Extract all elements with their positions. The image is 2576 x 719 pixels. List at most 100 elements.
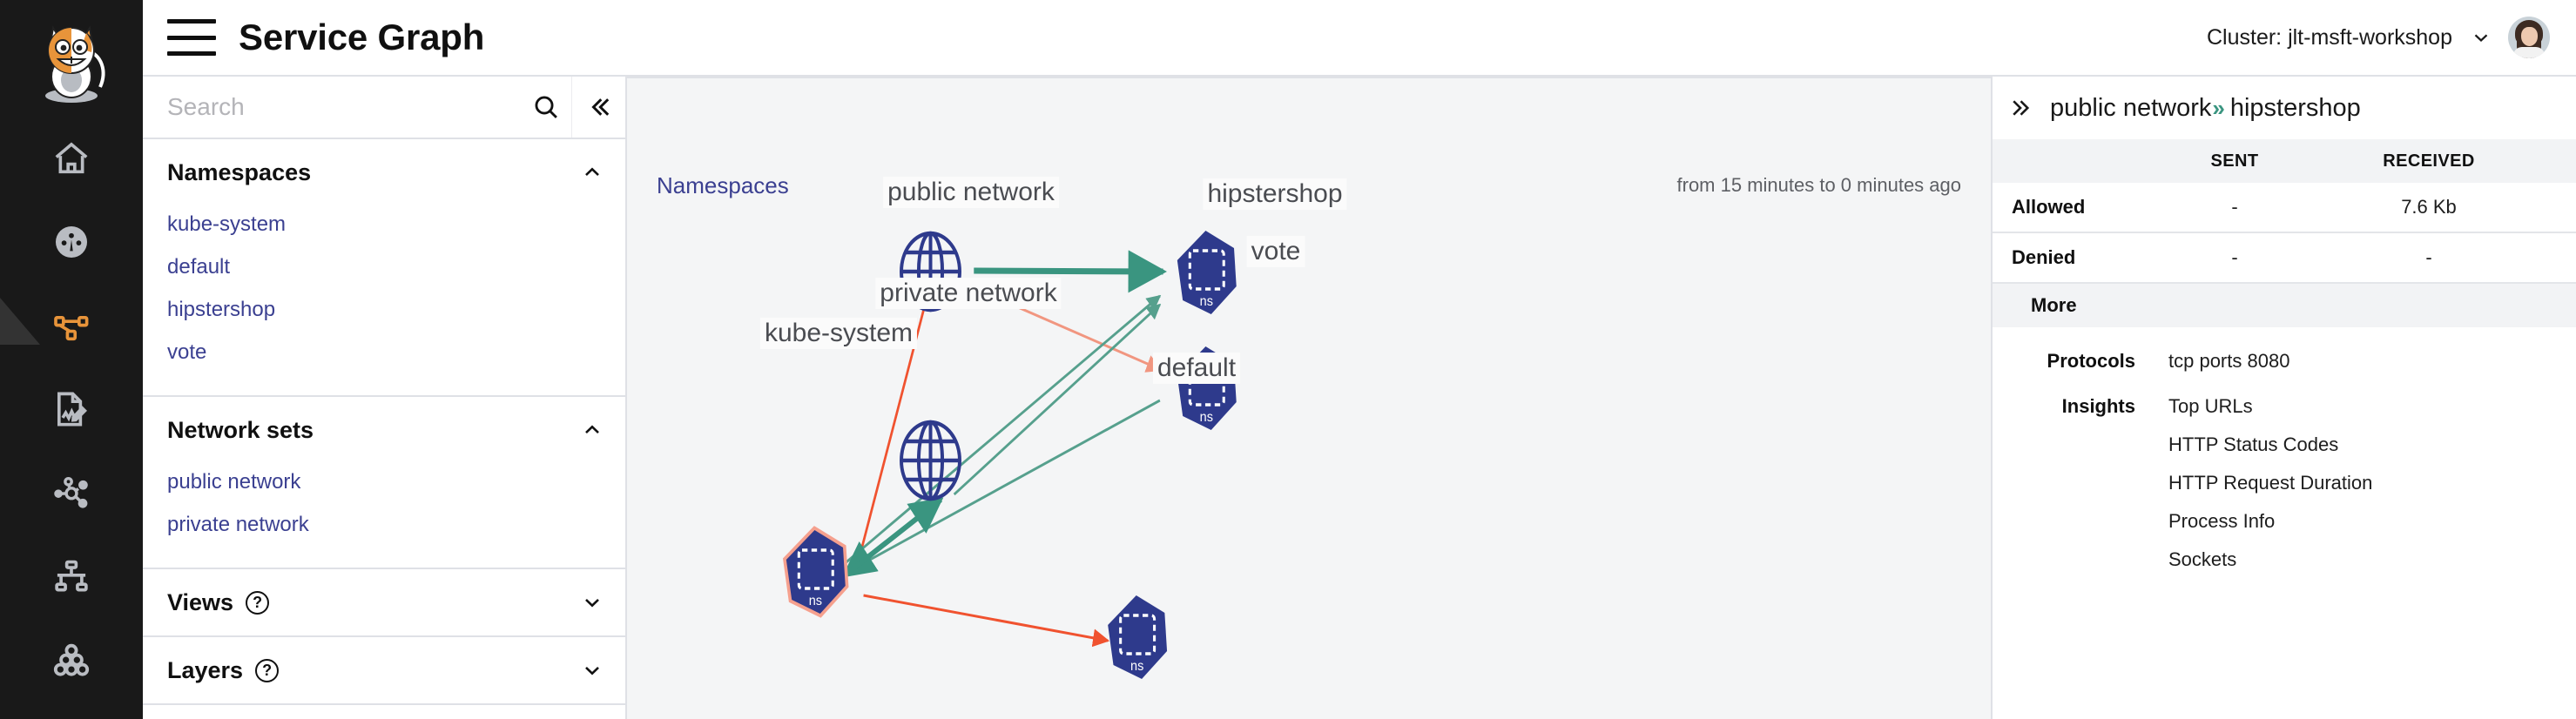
hamburger-icon[interactable] [167, 19, 216, 56]
header-right: Cluster: jlt-msft-workshop [2207, 17, 2576, 58]
edge-kube-system-default[interactable] [863, 594, 1110, 648]
chevron-down-icon[interactable] [580, 658, 604, 682]
sidebar-item-vote[interactable]: vote [167, 340, 207, 364]
col-header-received: RECEIVED [2383, 151, 2475, 171]
network-nodes-icon [54, 476, 88, 508]
section-body-network-sets: public network private network [143, 463, 625, 568]
sidebar-item-private-network[interactable]: private network [167, 513, 309, 536]
cell-allowed-received: 7.6 Kb [2401, 196, 2457, 218]
insight-process-info[interactable]: Process Info [2168, 510, 2276, 532]
section-header-network-sets[interactable]: Network sets [143, 397, 625, 463]
node-kube-system[interactable]: ns [782, 526, 849, 618]
calico-cat-logo[interactable] [32, 9, 111, 104]
protocols-value: tcp ports 8080 [2168, 350, 2290, 372]
table-row: Allowed - 7.6 Kb [1993, 183, 2576, 233]
chevron-down-icon[interactable] [580, 590, 604, 615]
main-column: Service Graph Cluster: jlt-msft-workshop [143, 0, 2576, 719]
rail-item-network-nodes[interactable] [0, 451, 143, 534]
page-title: Service Graph [239, 17, 485, 57]
rail-item-hierarchy[interactable] [0, 534, 143, 618]
chevron-up-icon[interactable] [580, 418, 604, 442]
section-header-namespaces[interactable]: Namespaces [143, 139, 625, 205]
search-input[interactable] [143, 93, 521, 121]
node-private-network[interactable] [900, 420, 961, 501]
sidebar-item-hipstershop[interactable]: hipstershop [167, 298, 276, 321]
detail-header: public network » hipstershop [1993, 77, 2576, 139]
traffic-table-header: SENT RECEIVED [1993, 139, 2576, 183]
sidebar-item-kube-system[interactable]: kube-system [167, 212, 287, 236]
edge-vote-kube-system[interactable] [845, 399, 1161, 575]
insights-list: Top URLs HTTP Status Codes HTTP Request … [2148, 395, 2372, 571]
chevron-down-icon [2474, 34, 2488, 43]
breadcrumb-target[interactable]: hipstershop [2229, 93, 2361, 122]
rail-item-home[interactable] [0, 117, 143, 200]
section-layers: Layers ? [143, 637, 625, 705]
section-header-views[interactable]: Views ? [143, 569, 625, 635]
node-label-public-network: public network [883, 177, 1059, 208]
insight-http-status-codes[interactable]: HTTP Status Codes [2168, 433, 2339, 455]
time-range-label: from 15 minutes to 0 minutes ago [1676, 174, 1962, 196]
edge-kube-system-public-network[interactable] [857, 284, 934, 561]
rail-item-service-graph[interactable] [0, 284, 143, 367]
cell-allowed-sent: - [2231, 196, 2238, 218]
breadcrumb-source[interactable]: public network [2050, 93, 2212, 122]
canvas-top-border [627, 77, 1991, 78]
edge-kube-system-private-network[interactable] [843, 497, 944, 578]
section-views: Views ? [143, 569, 625, 637]
search-icon[interactable] [521, 92, 571, 122]
top-header: Service Graph Cluster: jlt-msft-workshop [143, 0, 2576, 77]
protocols-label: Protocols [2047, 350, 2135, 372]
double-chevron-left-icon[interactable] [571, 77, 625, 138]
sidebar-item-public-network[interactable]: public network [167, 470, 301, 494]
right-detail-panel: public network » hipstershop SENT RECEIV… [1991, 77, 2576, 719]
node-label-private-network: private network [875, 278, 1062, 309]
node-public-network[interactable] [900, 231, 961, 312]
graph-canvas[interactable]: Namespaces from 15 minutes to 0 minutes … [627, 77, 1991, 719]
svg-text:ns: ns [1200, 293, 1214, 309]
dashboard-gauge-icon [55, 225, 88, 259]
insight-http-request-duration[interactable]: HTTP Request Duration [2168, 472, 2373, 494]
content-row: Namespaces kube-system default hipstersh… [143, 77, 2576, 719]
protocols-row: Protocols tcp ports 8080 [1993, 350, 2576, 373]
chevron-up-icon[interactable] [580, 160, 604, 185]
avatar[interactable] [2508, 17, 2550, 58]
double-chevron-right-icon[interactable] [2008, 95, 2034, 121]
edge-public-network-hipstershop[interactable] [974, 250, 1167, 293]
cell-denied-received: - [2425, 246, 2432, 268]
node-label-hipstershop: hipstershop [1203, 178, 1347, 210]
more-label: More [2031, 294, 2077, 316]
breadcrumb-separator-icon: » [2212, 94, 2225, 121]
rail-item-dashboard[interactable] [0, 200, 143, 284]
left-filter-panel: Namespaces kube-system default hipstersh… [143, 77, 627, 719]
svg-text:ns: ns [1130, 658, 1144, 674]
help-icon[interactable]: ? [246, 590, 270, 615]
edge-private-network-hipstershop[interactable] [953, 303, 1162, 496]
node-default[interactable]: ns [1108, 595, 1168, 679]
row-label-denied: Denied [2012, 246, 2076, 268]
section-title: Views [167, 588, 234, 615]
graph-edges [841, 250, 1167, 648]
insight-top-urls[interactable]: Top URLs [2168, 395, 2253, 417]
search-row [143, 77, 625, 139]
rail-icon-list [0, 117, 143, 702]
section-title: Layers [167, 656, 244, 683]
icon-rail [0, 0, 143, 719]
edge-kube-system-hipstershop[interactable] [845, 294, 1162, 564]
insight-sockets[interactable]: Sockets [2168, 548, 2237, 570]
svg-text:ns: ns [809, 593, 823, 608]
help-icon[interactable]: ? [255, 658, 280, 682]
section-header-layers[interactable]: Layers ? [143, 637, 625, 703]
sidebar-item-default[interactable]: default [167, 255, 231, 279]
detail-breadcrumb: public network » hipstershop [2050, 94, 2361, 123]
section-title: Namespaces [167, 158, 312, 185]
insights-row: Insights Top URLs HTTP Status Codes HTTP… [1993, 395, 2576, 571]
rail-item-policies[interactable] [0, 367, 143, 451]
rail-item-cluster-mesh[interactable] [0, 618, 143, 702]
breadcrumb: Namespaces [657, 172, 789, 198]
graph-svg: ns ns ns [782, 231, 1237, 679]
more-section-header[interactable]: More [1993, 284, 2576, 327]
node-hipstershop[interactable]: ns [1177, 231, 1237, 314]
section-network-sets: Network sets public network private netw… [143, 397, 625, 569]
home-icon [55, 142, 88, 174]
cluster-selector[interactable]: Cluster: jlt-msft-workshop [2207, 25, 2492, 50]
